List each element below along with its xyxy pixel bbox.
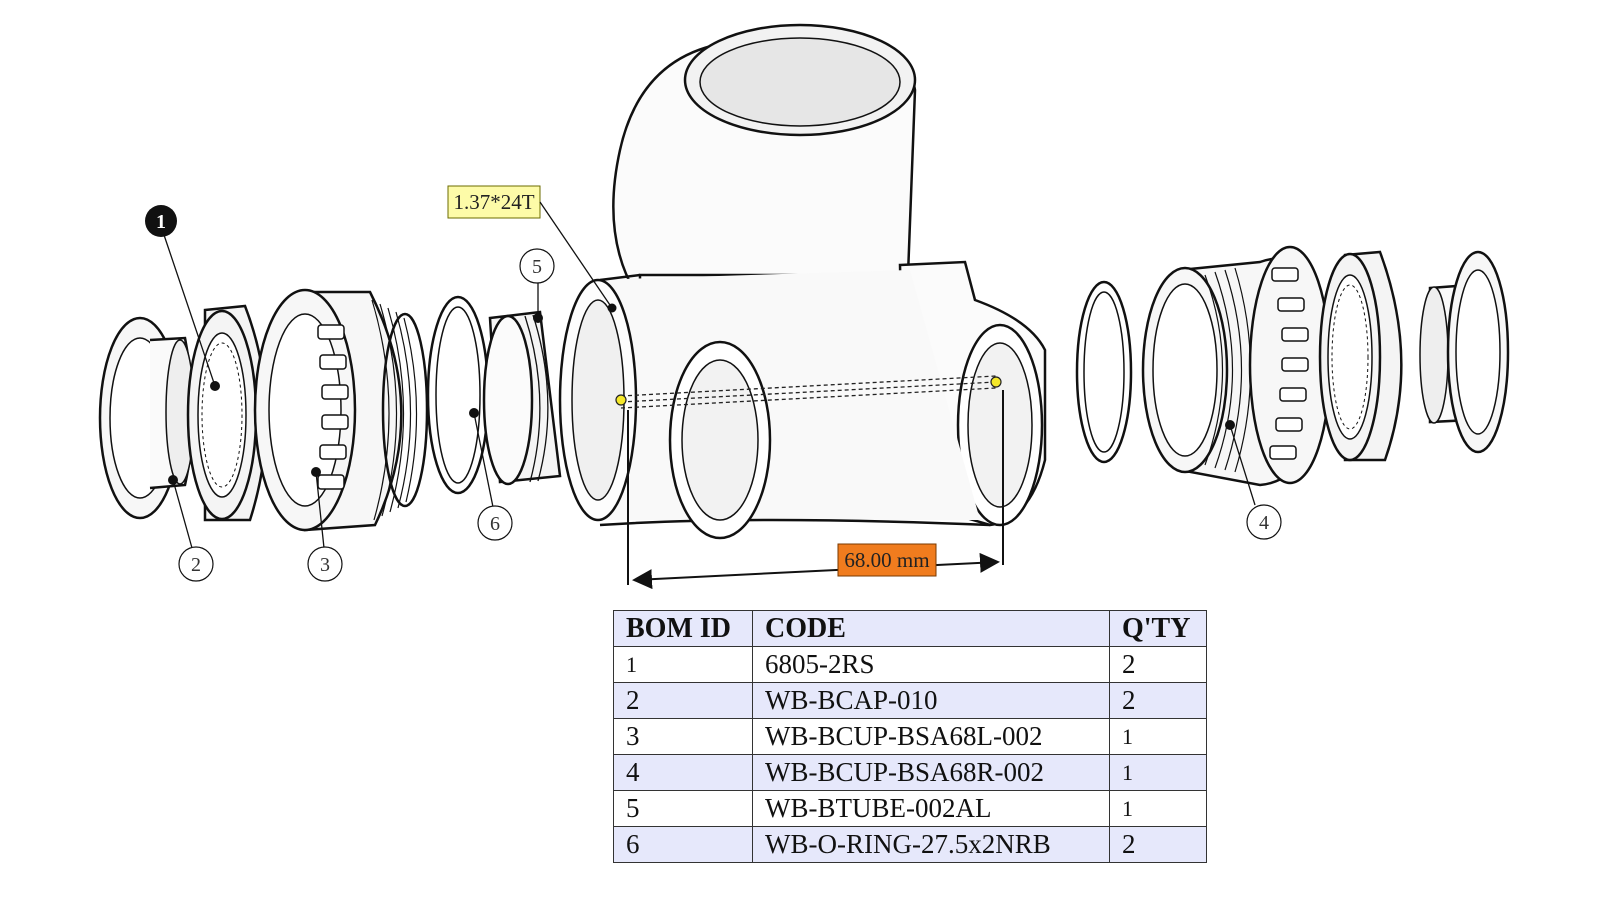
bom-cell-id: 2: [613, 682, 753, 719]
bom-row: 1 6805-2RS 2: [613, 646, 1207, 683]
bearing-right: [1318, 250, 1403, 462]
dimension-line: [627, 390, 1004, 590]
exploded-assembly-drawing: 68.00 mm 1.37*24T: [98, 23, 1510, 590]
thread-label: 1.37*24T: [453, 190, 534, 214]
callout-4-dot: [1225, 420, 1235, 430]
bom-cell-qty: 2: [1109, 646, 1207, 683]
svg-text:6: 6: [490, 513, 500, 535]
bom-row: 3 WB-BCUP-BSA68L-002 1: [613, 718, 1207, 755]
bom-cell-qty: 2: [1109, 826, 1207, 863]
measurement-line: [615, 375, 1002, 409]
bom-cell-qty: 1: [1109, 718, 1207, 755]
bom-cell-code: WB-BCAP-010: [752, 682, 1110, 719]
callout-2: 2: [178, 546, 214, 582]
bearing-cup-left: [253, 288, 429, 532]
bearing-cap-right: [1419, 250, 1510, 454]
measure-point-left: [615, 394, 627, 406]
svg-text:2: 2: [191, 554, 201, 576]
callout-4: 4: [1246, 504, 1282, 540]
bom-cell-id: 3: [613, 718, 753, 755]
bom-row: 5 WB-BTUBE-002AL 1: [613, 790, 1207, 827]
bom-cell-qty: 1: [1109, 790, 1207, 827]
o-ring-right: [1075, 280, 1133, 464]
measure-point-right: [990, 376, 1002, 388]
thread-leader: [539, 201, 613, 309]
bom-header-qty: Q'TY: [1109, 610, 1207, 647]
callout-6-leader: [473, 412, 494, 508]
bom-header-row: BOM ID CODE Q'TY: [613, 610, 1207, 647]
callout-1: 1: [145, 205, 177, 237]
bom-row: 2 WB-BCAP-010 2: [613, 682, 1207, 719]
callout-4-leader: [1229, 424, 1256, 506]
callout-5: 5: [519, 248, 555, 284]
bom-cell-id: 5: [613, 790, 753, 827]
bom-cell-code: 6805-2RS: [752, 646, 1110, 683]
callout-6-dot: [469, 408, 479, 418]
bom-cell-qty: 1: [1109, 754, 1207, 791]
bottom-bracket-shell: [482, 23, 1047, 540]
bom-cell-code: WB-BTUBE-002AL: [752, 790, 1110, 827]
bom-cell-code: WB-BCUP-BSA68R-002: [752, 754, 1110, 791]
callout-2-dot: [168, 475, 178, 485]
bom-cell-code: WB-BCUP-BSA68L-002: [752, 718, 1110, 755]
dimension-label: 68.00 mm: [844, 548, 929, 572]
bom-cell-qty: 2: [1109, 682, 1207, 719]
callout-5-dot: [533, 313, 543, 323]
bom-table: BOM ID CODE Q'TY 1 6805-2RS 2 2 WB-BCAP-…: [613, 610, 1207, 863]
bom-header-code: CODE: [752, 610, 1110, 647]
svg-text:5: 5: [532, 256, 542, 278]
bom-cell-id: 6: [613, 826, 753, 863]
bom-cell-code: WB-O-RING-27.5x2NRB: [752, 826, 1110, 863]
callout-3: 3: [307, 546, 343, 582]
callout-1-leader: [162, 231, 216, 387]
callout-3-dot: [311, 467, 321, 477]
svg-text:1: 1: [156, 211, 166, 233]
thread-leader-dot: [607, 303, 617, 313]
bom-cell-id: 1: [613, 646, 753, 683]
bearing-cap-left: [98, 316, 195, 520]
o-ring-left: [426, 295, 490, 495]
bom-cell-id: 4: [613, 754, 753, 791]
bom-row: 6 WB-O-RING-27.5x2NRB 2: [613, 826, 1207, 863]
callout-2-leader: [172, 479, 193, 549]
svg-text:3: 3: [320, 554, 330, 576]
callout-6: 6: [477, 505, 513, 541]
bom-header-id: BOM ID: [613, 610, 753, 647]
svg-text:4: 4: [1259, 512, 1269, 534]
bearing-cup-right: [1141, 245, 1332, 487]
dimension-label-box: [837, 543, 937, 577]
bom-row: 4 WB-BCUP-BSA68R-002 1: [613, 754, 1207, 791]
callout-1-dot: [210, 381, 220, 391]
callout-3-leader: [315, 471, 325, 549]
